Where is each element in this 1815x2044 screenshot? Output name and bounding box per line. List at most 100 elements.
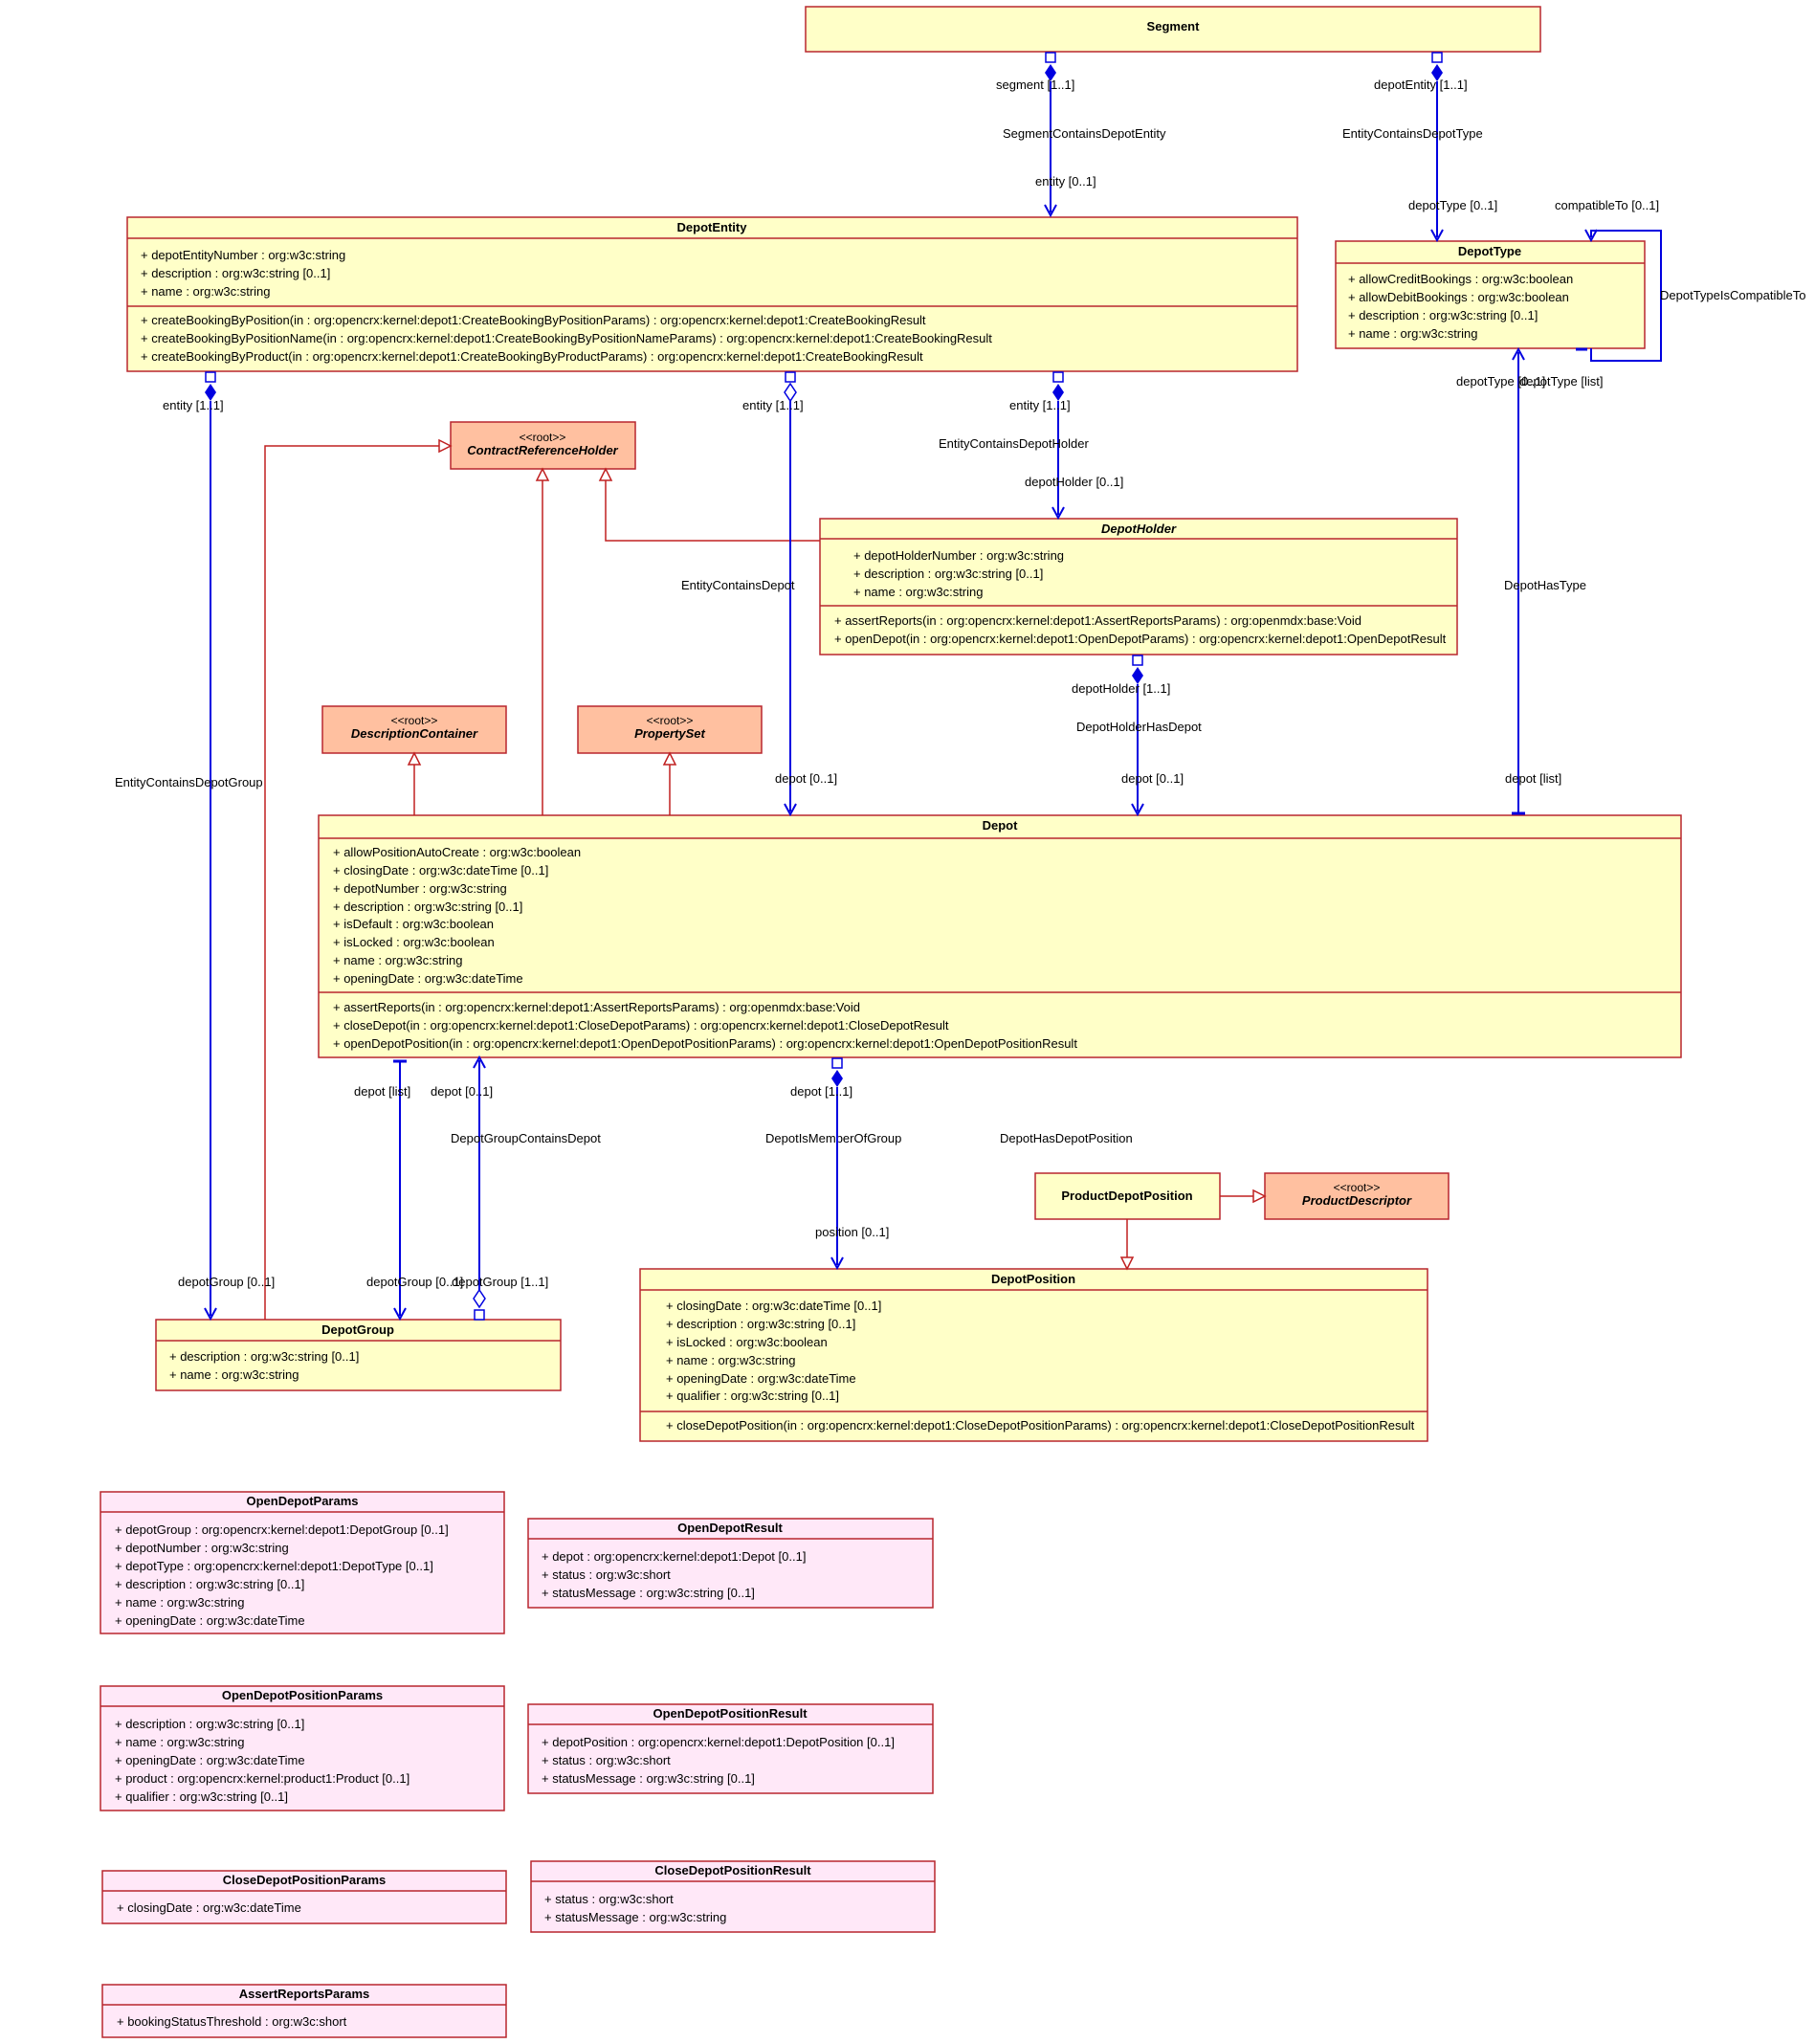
association-name: DepotIsMemberOfGroup xyxy=(765,1131,901,1145)
attribute: + allowCreditBookings : org:w3c:boolean xyxy=(1348,272,1573,286)
operation: + assertReports(in : org:opencrx:kernel:… xyxy=(333,1000,860,1014)
class-depot-holder[interactable]: DepotHolder + depotHolderNumber : org:w3… xyxy=(819,518,1458,655)
struct-close-depot-position-params[interactable]: CloseDepotPositionParams + closingDate :… xyxy=(101,1870,507,1924)
attribute: + description : org:w3c:string [0..1] xyxy=(1348,308,1538,322)
operation: + openDepotPosition(in : org:opencrx:ker… xyxy=(333,1036,1077,1051)
class-contract-reference-holder[interactable]: <<root>> ContractReferenceHolder xyxy=(450,421,636,470)
association-depot-has-type[interactable]: depotType [0..1] DepotHasType depot [lis… xyxy=(1456,346,1586,815)
generalization-depotholder-contractreferenceholder xyxy=(605,480,820,542)
association-entity-contains-depot[interactable]: entity [1..1] EntityContainsDepot depot … xyxy=(681,371,837,817)
class-depot-entity[interactable]: DepotEntity + depotEntityNumber : org:w3… xyxy=(126,216,1298,372)
struct-open-depot-position-params[interactable]: OpenDepotPositionParams + description : … xyxy=(100,1685,505,1811)
association-end-label: depot [list] xyxy=(354,1084,410,1099)
class-name: OpenDepotParams xyxy=(246,1494,358,1508)
attribute: + allowPositionAutoCreate : org:w3c:bool… xyxy=(333,845,581,859)
operation: + closeDepotPosition(in : org:opencrx:ke… xyxy=(666,1418,1415,1433)
association-end-label: depotHolder [0..1] xyxy=(1025,475,1123,489)
association-end-label: entity [1..1] xyxy=(1009,398,1071,412)
struct-open-depot-position-result[interactable]: OpenDepotPositionResult + depotPosition … xyxy=(527,1703,934,1794)
class-name: ProductDescriptor xyxy=(1302,1193,1412,1208)
association-end-label: entity [1..1] xyxy=(742,398,804,412)
association-name: DepotTypeIsCompatibleTo xyxy=(1660,288,1805,302)
association-depot-type-is-compatible-to[interactable]: compatibleTo [0..1] DepotTypeIsCompatibl… xyxy=(1519,198,1805,389)
association-end-label: depot [0..1] xyxy=(775,771,837,786)
class-name: CloseDepotPositionParams xyxy=(223,1873,387,1887)
struct-open-depot-params[interactable]: OpenDepotParams + depotGroup : org:openc… xyxy=(100,1491,505,1634)
generalization-arrowhead xyxy=(1252,1189,1267,1204)
association-end-label: depot [list] xyxy=(1505,771,1561,786)
class-product-descriptor[interactable]: <<root>> ProductDescriptor xyxy=(1264,1172,1450,1220)
class-name: DepotGroup xyxy=(321,1322,394,1337)
association-depot-holder-has-depot[interactable]: depotHolder [1..1] DepotHolderHasDepot d… xyxy=(1072,655,1202,817)
association-end-label: entity [1..1] xyxy=(163,398,224,412)
attribute: + depotGroup : org:opencrx:kernel:depot1… xyxy=(115,1522,449,1537)
class-name: OpenDepotPositionResult xyxy=(653,1706,808,1721)
class-name: AssertReportsParams xyxy=(239,1987,370,2001)
stereotype: <<root>> xyxy=(647,714,694,727)
association-entity-contains-depot-holder[interactable]: entity [1..1] EntityContainsDepotHolder … xyxy=(939,371,1123,521)
generalization-arrowhead xyxy=(598,467,613,481)
association-name: EntityContainsDepotGroup xyxy=(115,775,263,789)
attribute: + name : org:w3c:string xyxy=(666,1353,795,1367)
association-end-label: depotGroup [1..1] xyxy=(452,1275,548,1289)
attribute: + depotEntityNumber : org:w3c:string xyxy=(141,248,345,262)
operation: + createBookingByPosition(in : org:openc… xyxy=(141,313,926,327)
association-name: DepotHolderHasDepot xyxy=(1076,720,1202,734)
attribute: + isDefault : org:w3c:boolean xyxy=(333,917,494,931)
class-name: OpenDepotResult xyxy=(677,1521,783,1535)
association-end-label: depotType [0..1] xyxy=(1456,374,1545,389)
attribute: + name : org:w3c:string xyxy=(115,1735,244,1749)
attribute: + description : org:w3c:string [0..1] xyxy=(115,1717,304,1731)
struct-open-depot-result[interactable]: OpenDepotResult + depot : org:opencrx:ke… xyxy=(527,1518,934,1609)
class-name: DepotEntity xyxy=(677,220,748,234)
class-depot[interactable]: Depot + allowPositionAutoCreate : org:w3… xyxy=(318,814,1682,1058)
class-product-depot-position[interactable]: ProductDepotPosition xyxy=(1034,1172,1221,1220)
generalizations xyxy=(264,438,1267,1320)
association-depot-has-depot-position[interactable]: depot [1..1] DepotHasDepotPosition posit… xyxy=(790,1057,1133,1271)
attribute: + closingDate : org:w3c:dateTime [0..1] xyxy=(666,1299,881,1313)
class-description-container[interactable]: <<root>> DescriptionContainer xyxy=(321,705,507,754)
association-entity-contains-depot-group[interactable]: entity [1..1] EntityContainsDepotGroup d… xyxy=(115,371,275,1322)
association-end-label: entity [0..1] xyxy=(1035,174,1096,189)
attribute: + depot : org:opencrx:kernel:depot1:Depo… xyxy=(542,1549,806,1564)
stereotype: <<root>> xyxy=(1334,1181,1381,1194)
association-entity-contains-depot-type[interactable]: depotEntity [1..1] EntityContainsDepotTy… xyxy=(1342,52,1497,243)
attribute: + qualifier : org:w3c:string [0..1] xyxy=(115,1789,288,1804)
association-end-label: depot [1..1] xyxy=(790,1084,852,1099)
association-segment-contains-depot-entity[interactable]: segment [1..1] SegmentContainsDepotEntit… xyxy=(996,52,1166,218)
attribute: + description : org:w3c:string [0..1] xyxy=(169,1349,359,1364)
attribute: + description : org:w3c:string [0..1] xyxy=(141,266,330,280)
struct-assert-reports-params[interactable]: AssertReportsParams + bookingStatusThres… xyxy=(101,1984,507,2038)
association-end-label: segment [1..1] xyxy=(996,78,1074,92)
class-depot-type[interactable]: DepotType + allowCreditBookings : org:w3… xyxy=(1335,240,1646,349)
association-end-label: depotHolder [1..1] xyxy=(1072,681,1170,696)
attribute: + depotType : org:opencrx:kernel:depot1:… xyxy=(115,1559,433,1573)
attribute: + status : org:w3c:short xyxy=(544,1892,674,1906)
attribute: + description : org:w3c:string [0..1] xyxy=(853,567,1043,581)
generalization-arrowhead xyxy=(438,438,453,454)
association-name: SegmentContainsDepotEntity xyxy=(1003,126,1166,141)
attribute: + openingDate : org:w3c:dateTime xyxy=(333,971,523,986)
association-name: DepotHasDepotPosition xyxy=(1000,1131,1133,1145)
attribute: + depotPosition : org:opencrx:kernel:dep… xyxy=(542,1735,895,1749)
attribute: + allowDebitBookings : org:w3c:boolean xyxy=(1348,290,1569,304)
association-name: DepotHasType xyxy=(1504,578,1586,592)
class-property-set[interactable]: <<root>> PropertySet xyxy=(577,705,763,754)
association-end-label: depotGroup [0..1] xyxy=(178,1275,275,1289)
attribute: + isLocked : org:w3c:boolean xyxy=(666,1335,828,1349)
class-depot-group[interactable]: DepotGroup + description : org:w3c:strin… xyxy=(155,1319,562,1391)
association-depot-group-contains-depot[interactable]: depot [list] depot [0..1] DepotGroupCont… xyxy=(354,1055,601,1322)
attribute: + name : org:w3c:string xyxy=(141,284,270,299)
association-name: EntityContainsDepot xyxy=(681,578,795,592)
class-name: DepotHolder xyxy=(1101,522,1177,536)
class-depot-position[interactable]: DepotPosition + closingDate : org:w3c:da… xyxy=(639,1268,1428,1442)
attribute: + bookingStatusThreshold : org:w3c:short xyxy=(117,2014,347,2029)
association-end-label: depotGroup [0..1] xyxy=(366,1275,463,1289)
class-segment[interactable]: Segment xyxy=(805,6,1541,53)
attribute: + openingDate : org:w3c:dateTime xyxy=(666,1371,856,1386)
class-name: Segment xyxy=(1147,19,1201,33)
struct-close-depot-position-result[interactable]: CloseDepotPositionResult + status : org:… xyxy=(530,1860,936,1933)
class-name: PropertySet xyxy=(634,726,705,741)
attribute: + closingDate : org:w3c:dateTime xyxy=(117,1900,301,1915)
